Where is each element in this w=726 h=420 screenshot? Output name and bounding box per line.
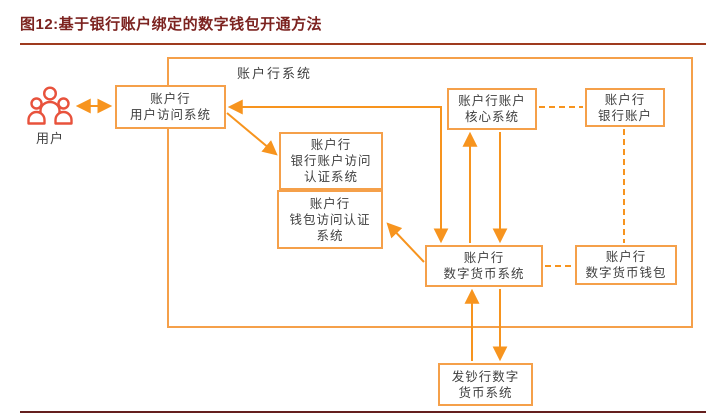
- node-digital-currency-system: 账户行 数字货币系统: [425, 245, 543, 287]
- node-user-access-system: 账户行 用户访问系统: [115, 85, 226, 129]
- node-issuing-bank-system: 发钞行数字 货币系统: [438, 363, 533, 406]
- footer-rule: [20, 411, 706, 413]
- node-bank-account: 账户行 银行账户: [585, 88, 665, 127]
- container-label: 账户行系统: [237, 66, 313, 81]
- figure-title: 图12:基于银行账户绑定的数字钱包开通方法: [20, 16, 323, 33]
- node-account-core-system: 账户行账户 核心系统: [447, 88, 537, 130]
- node-wallet-auth-system: 账户行 钱包访问认证 系统: [277, 190, 383, 249]
- title-underline: [20, 43, 706, 45]
- arrow-digitalcurrency-walletauth: [386, 222, 425, 263]
- users-icon: [27, 86, 73, 125]
- account-bank-system-container: [167, 57, 693, 328]
- user-label: 用户: [35, 131, 64, 146]
- node-digital-currency-wallet: 账户行 数字货币钱包: [575, 245, 677, 285]
- node-bank-account-auth-system: 账户行 银行账户访问 认证系统: [279, 132, 383, 190]
- arrow-useraccess-bankauth: [226, 112, 278, 156]
- arrow-useraccess-digitalcurrency: [227, 99, 449, 244]
